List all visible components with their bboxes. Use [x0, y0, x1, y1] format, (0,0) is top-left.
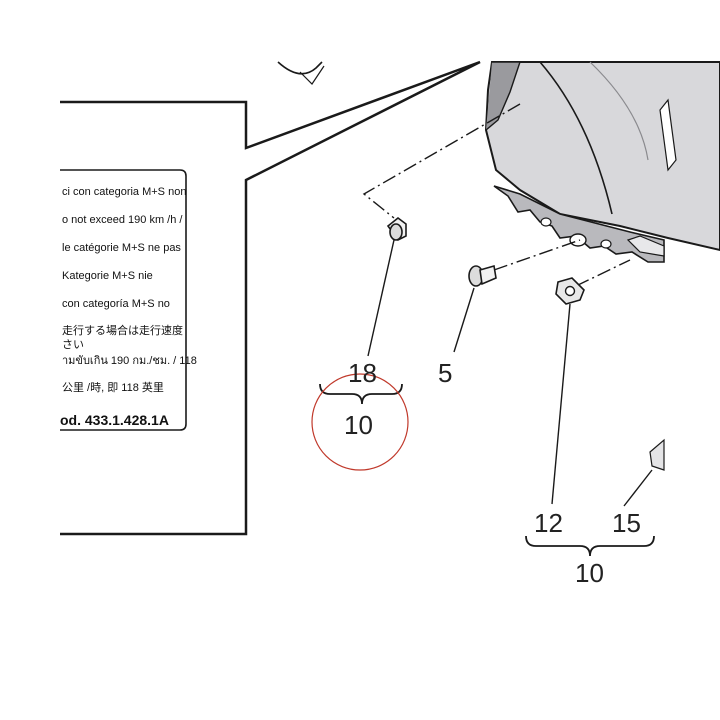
- label-line-th: ามขับเกิน 190 กม./ชม. / 118: [62, 355, 197, 367]
- callout-nut-group: 10: [575, 558, 604, 588]
- bracket-part: [649, 438, 665, 471]
- bracket-leader: [623, 469, 653, 507]
- nut-part: [555, 277, 585, 305]
- label-line-ja-2: さい: [62, 338, 84, 351]
- label-line-ja-1: 走行する場合は走行速度: [62, 323, 183, 337]
- bolt-leader: [453, 287, 475, 353]
- callout-screw-group: 10: [344, 410, 373, 440]
- screw-assembly-path: [362, 103, 521, 219]
- highlight-circle: [311, 373, 409, 471]
- callout-bracket: 15: [612, 508, 641, 538]
- label-line-es: con categoría M+S no: [62, 298, 170, 310]
- bolt-part: [468, 264, 497, 287]
- label-line-it: ci con categoria M+S non: [62, 186, 186, 198]
- callout-nut: 12: [534, 508, 563, 538]
- nut-assembly-path: [575, 259, 631, 287]
- nut-group-brace: [525, 535, 655, 557]
- nut-leader: [551, 303, 571, 505]
- rear-fender-part: [484, 61, 720, 263]
- screw-part: [386, 216, 407, 242]
- bolt-assembly-path: [493, 239, 581, 271]
- callout-bolt: 5: [438, 358, 452, 388]
- label-code: od. 433.1.428.1A: [60, 412, 169, 428]
- label-line-fr: le catégorie M+S ne pas: [62, 242, 181, 254]
- screw-leader: [367, 239, 395, 357]
- label-line-zh: 公里 /時, 即 118 英里: [62, 380, 164, 394]
- callout-numbers: 18 10 5 12 15 10: [344, 358, 641, 588]
- braces: [319, 383, 655, 557]
- tyre-warning-label: ci con categoria M+S non o not exceed 19…: [60, 169, 197, 431]
- label-line-en: o not exceed 190 km /h /: [62, 214, 183, 226]
- screw-group-brace: [319, 383, 403, 405]
- leader-lines: [367, 239, 653, 507]
- callout-screw: 18: [348, 358, 377, 388]
- assembly-paths: [362, 103, 631, 287]
- label-line-de: Kategorie M+S nie: [62, 270, 153, 282]
